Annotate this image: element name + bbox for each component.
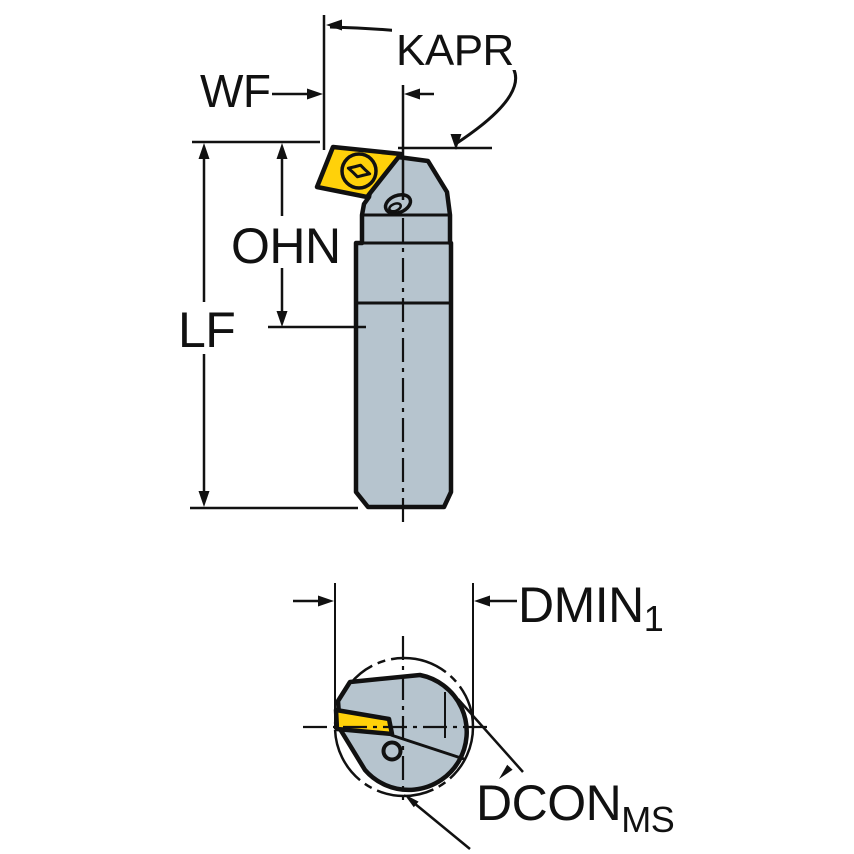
lf-label: LF xyxy=(178,302,235,358)
dcon-label-mask xyxy=(473,779,691,843)
kapr-label: KAPR xyxy=(396,26,514,75)
lf-arrow-down-icon xyxy=(198,491,210,507)
wf-arrow-right-icon xyxy=(307,88,323,100)
ohn-label-mask xyxy=(228,216,338,268)
kapr-arrow-start-icon xyxy=(326,19,342,31)
dcon-label-base: DCON xyxy=(476,775,621,831)
dcon-dimension-upper xyxy=(457,698,524,773)
dmin-label-subscript: 1 xyxy=(644,598,664,639)
dcon-dimension-lower xyxy=(413,802,471,850)
wf-label: WF xyxy=(200,65,271,117)
kapr-label-mask xyxy=(392,28,526,70)
torx-screw-icon xyxy=(340,152,378,190)
wf-arrow-left-icon xyxy=(404,88,420,100)
ohn-arrow-up-icon xyxy=(276,143,288,159)
dcon-arrow-upper-icon xyxy=(499,764,513,779)
lf-arrow-up-icon xyxy=(198,143,210,159)
side-view: KAPR WF OHN LF xyxy=(174,15,526,528)
dmin-arrow-left-icon xyxy=(318,595,334,607)
dmin-arrow-right-icon xyxy=(474,595,490,607)
ohn-label: OHN xyxy=(231,218,341,274)
dcon-label-subscript: MS xyxy=(621,799,674,840)
lf-label-mask xyxy=(174,302,232,354)
screw-hole xyxy=(381,740,403,762)
dmin-label: DMIN1 xyxy=(518,577,663,639)
bottom-view: DMIN1 DCONMS xyxy=(293,577,691,850)
kapr-arrow-end-icon xyxy=(450,134,462,150)
dmin-label-base: DMIN xyxy=(518,577,644,633)
dcon-label: DCONMS xyxy=(476,775,674,840)
ohn-arrow-down-icon xyxy=(276,311,288,327)
